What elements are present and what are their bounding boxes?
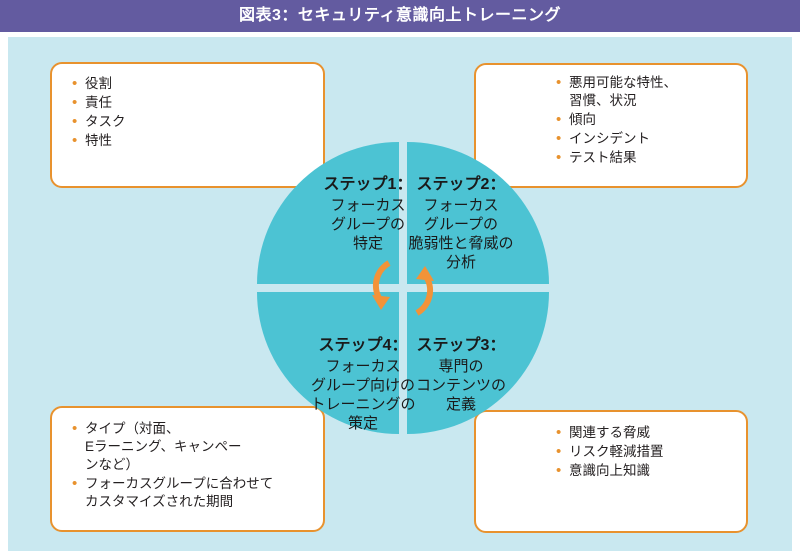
page-title: 図表3：セキュリティ意識向上トレーニング [239, 7, 561, 24]
list-item: 責任 [72, 93, 323, 113]
list-item: 特性 [72, 131, 323, 151]
callout-top-left: 役割 責任 タスク 特性 [50, 62, 325, 188]
list-item: 関連する脅威 [556, 423, 746, 443]
list-item: テスト結果 [556, 148, 746, 168]
callout-top-left-list: 役割 責任 タスク 特性 [52, 64, 323, 151]
list-item: 傾向 [556, 110, 746, 130]
callout-bottom-right: 関連する脅威 リスク軽減措置 意識向上知識 [474, 410, 748, 533]
four-step-wheel: ステップ1： フォーカス グループの 特定 ステップ2： フォーカス グループの… [257, 142, 549, 434]
figure-title-bar: 図表3：セキュリティ意識向上トレーニング [0, 0, 800, 32]
list-item: 悪用可能な特性、 習慣、状況 [556, 73, 746, 110]
list-item: 役割 [72, 74, 323, 94]
callout-bottom-right-list: 関連する脅威 リスク軽減措置 意識向上知識 [476, 412, 746, 481]
callout-bottom-left-list: タイプ（対面、 Eラーニング、キャンペー ンなど） フォーカスグループに合わせて… [52, 408, 323, 511]
callout-bottom-left: タイプ（対面、 Eラーニング、キャンペー ンなど） フォーカスグループに合わせて… [50, 406, 325, 532]
recycle-cycle-arrow-icon [372, 260, 434, 316]
list-item: タスク [72, 112, 323, 132]
callout-top-right-list: 悪用可能な特性、 習慣、状況 傾向 インシデント テスト結果 [476, 65, 746, 168]
list-item: タイプ（対面、 Eラーニング、キャンペー ンなど） [72, 419, 323, 474]
callout-top-right: 悪用可能な特性、 習慣、状況 傾向 インシデント テスト結果 [474, 63, 748, 188]
list-item: インシデント [556, 129, 746, 149]
list-item: 意識向上知識 [556, 461, 746, 481]
list-item: リスク軽減措置 [556, 442, 746, 462]
list-item: フォーカスグループに合わせて カスタマイズされた期間 [72, 474, 323, 511]
diagram-stage: 役割 責任 タスク 特性 悪用可能な特性、 習慣、状況 傾向 インシデント テス… [8, 37, 792, 551]
